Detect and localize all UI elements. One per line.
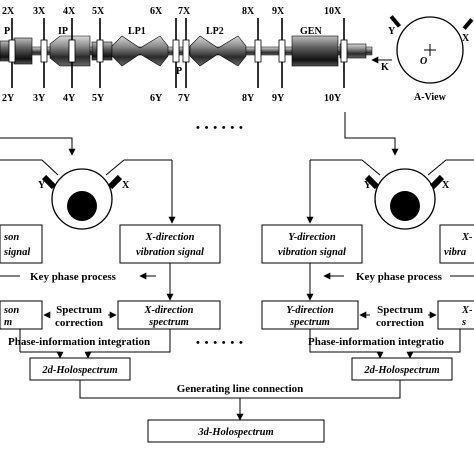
right-partial-spec-line1: X- (461, 305, 473, 316)
a-view-o-label: O (420, 56, 427, 67)
bearing-2 (8, 39, 16, 63)
right-branch: Y X Y-direction vibration signal X- vibr… (261, 159, 474, 381)
left-partial-spec-line2: m (4, 317, 12, 328)
x-spectrum-line1: X-direction (144, 305, 194, 316)
p-label-2: P (176, 66, 182, 77)
bearing-10 (340, 39, 348, 63)
probe-label-10x: 10X (324, 6, 342, 17)
a-view-k-label: K (381, 62, 389, 73)
y-signal-line2: vibration signal (278, 247, 346, 258)
bearing-7 (182, 39, 190, 63)
left-probe-y: Y (38, 180, 46, 191)
probe-label-10y: 10Y (324, 93, 342, 104)
left-partial-line1: son (3, 232, 19, 243)
x-signal-line2: vibration signal (136, 247, 204, 258)
left-branch: Y X son signal X-direction vibration sig… (0, 137, 221, 381)
a-view-x-label: X (462, 33, 470, 44)
probe-label-5y: 5Y (92, 93, 105, 104)
left-spectrum-correction-2: correction (55, 317, 103, 329)
section-label-gen: GEN (300, 26, 322, 37)
x-spectrum-line2: spectrum (148, 317, 189, 328)
probe-label-5x: 5X (92, 6, 105, 17)
bearing-3 (40, 39, 48, 63)
bearing-8 (254, 39, 262, 63)
y-spectrum-line2: spectrum (289, 317, 330, 328)
left-phase-integration: Phase-information integration (8, 336, 150, 348)
probe-label-8x: 8X (242, 6, 255, 17)
ellipsis-middle: • • • • • • (196, 337, 244, 349)
bearing-9 (278, 39, 286, 63)
section-label-lp1: LP1 (128, 26, 146, 37)
probe-label-2y: 2Y (2, 93, 15, 104)
final-holospectrum: 3d-Holospectrum (197, 427, 273, 438)
rotor-shaft (0, 18, 373, 88)
probe-label-8y: 8Y (242, 93, 255, 104)
right-partial-spec-line2: s (461, 317, 466, 328)
right-phase-integration: Phase-information integratio (308, 336, 444, 348)
y-signal-line1: Y-direction (288, 232, 336, 243)
probe-label-9x: 9X (272, 6, 285, 17)
a-view: Y X K O A-View (371, 15, 474, 103)
right-partial-line1: X- (461, 232, 473, 243)
generating-line-connection: Generating line connection (177, 383, 304, 395)
bearing-4 (68, 39, 76, 63)
p-label-1: P (4, 26, 10, 37)
right-probe-y: Y (364, 180, 372, 191)
probe-label-6x: 6X (150, 6, 163, 17)
probe-label-4y: 4Y (63, 93, 76, 104)
a-view-y-label: Y (388, 26, 396, 37)
y-spectrum-line1: Y-direction (286, 305, 334, 316)
bearing-5 (96, 39, 104, 63)
probe-label-3y: 3Y (33, 93, 46, 104)
a-view-title: A-View (414, 92, 447, 103)
right-spectrum-correction-1: Spectrum (377, 304, 423, 316)
left-partial-line2: signal (3, 247, 30, 258)
probe-label-3x: 3X (33, 6, 46, 17)
probe-label-7y: 7Y (178, 93, 191, 104)
right-key-phase: Key phase process (356, 271, 443, 283)
x-signal-line1: X-direction (145, 232, 195, 243)
left-partial-spec-line1: son (3, 305, 19, 316)
probe-label-7x: 7X (178, 6, 191, 17)
shaft-top-labels: 2X 3X 4X 5X 6X 7X 8X 9X 10X (2, 6, 342, 17)
section-label-ip: IP (58, 26, 68, 37)
left-holospectrum: 2d-Holospectrum (41, 365, 117, 376)
probe-label-4x: 4X (63, 6, 76, 17)
left-key-phase: Key phase process (30, 271, 117, 283)
shaft-section-labels: IP LP1 LP2 GEN P P (4, 26, 322, 77)
section-label-lp2: LP2 (206, 26, 224, 37)
probe-label-9y: 9Y (272, 93, 285, 104)
right-spectrum-correction-2: correction (376, 317, 424, 329)
probe-label-2x: 2X (2, 6, 15, 17)
ellipsis-top: • • • • • • (196, 122, 244, 134)
right-probe-x: X (442, 180, 450, 191)
bearing-6 (172, 39, 180, 63)
shaft-bottom-labels: 2Y 3Y 4Y 5Y 6Y 7Y 8Y 9Y 10Y (2, 93, 342, 104)
right-partial-line2: vibra (444, 247, 466, 258)
left-probe-x: X (122, 180, 130, 191)
bottom-section: Generating line connection 3d-Holospectr… (79, 380, 401, 443)
left-spectrum-correction-1: Spectrum (56, 304, 102, 316)
right-holospectrum: 2d-Holospectrum (363, 365, 439, 376)
connector-line (344, 112, 399, 156)
probe-label-6y: 6Y (150, 93, 163, 104)
